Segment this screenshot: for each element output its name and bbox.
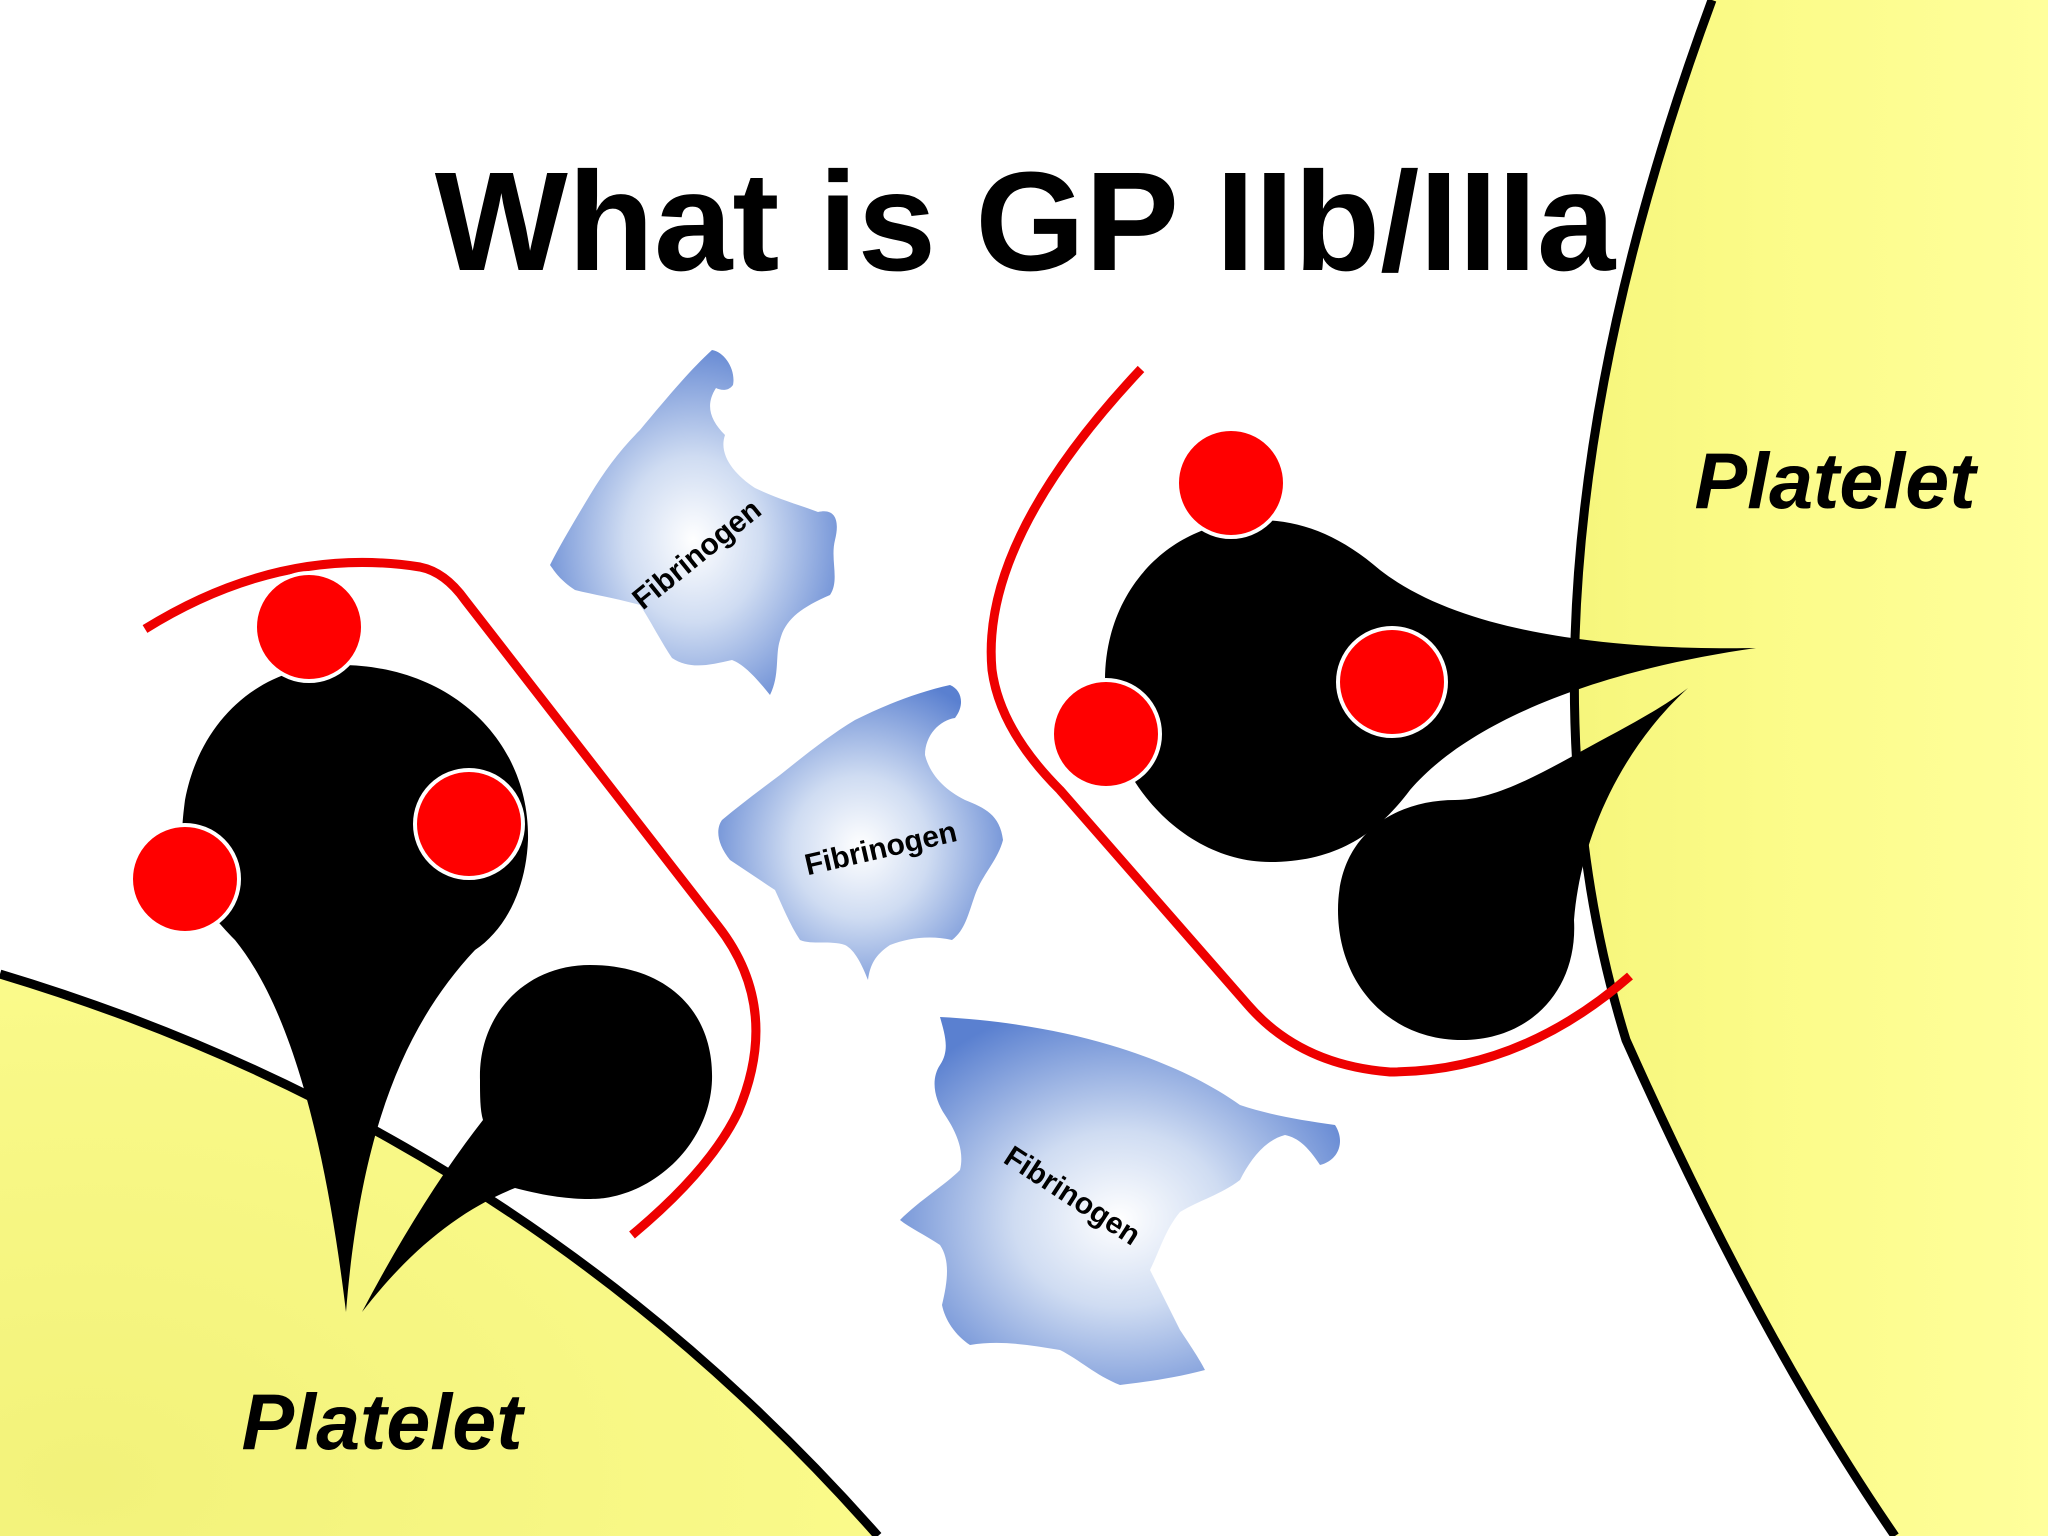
slide-title: What is GP IIb/IIIa — [435, 142, 1617, 300]
fibrinogen-3: Fibrinogen — [900, 1017, 1340, 1385]
receptor-left-outline — [142, 557, 761, 1239]
platelet-bottom-left — [0, 974, 878, 1536]
binding-site — [253, 571, 365, 683]
platelet-label-bottom-left: Platelet — [241, 1377, 526, 1466]
receptor-right-subunit-small — [1338, 688, 1688, 1040]
fibrinogen-3-shape — [900, 1017, 1340, 1385]
fibrinogen-2: Fibrinogen — [718, 685, 1003, 980]
receptor-right-outline — [986, 365, 1633, 1077]
binding-site — [1336, 626, 1448, 738]
binding-site — [413, 768, 525, 880]
fibrinogen-1-shape — [550, 350, 837, 695]
receptor-left-subunit-small — [362, 965, 713, 1312]
receptor-left — [129, 557, 761, 1312]
binding-site — [1050, 678, 1162, 790]
platelet-label-top-right: Platelet — [1694, 436, 1979, 525]
platelet-top-right-membrane — [1569, 0, 1899, 1536]
receptor-right — [986, 365, 1756, 1077]
fibrinogen-2-shape — [718, 685, 1003, 980]
binding-site — [1175, 427, 1287, 539]
fibrinogen-1: Fibrinogen — [550, 350, 837, 695]
binding-site — [129, 823, 241, 935]
platelet-top-right — [1574, 0, 2048, 1536]
